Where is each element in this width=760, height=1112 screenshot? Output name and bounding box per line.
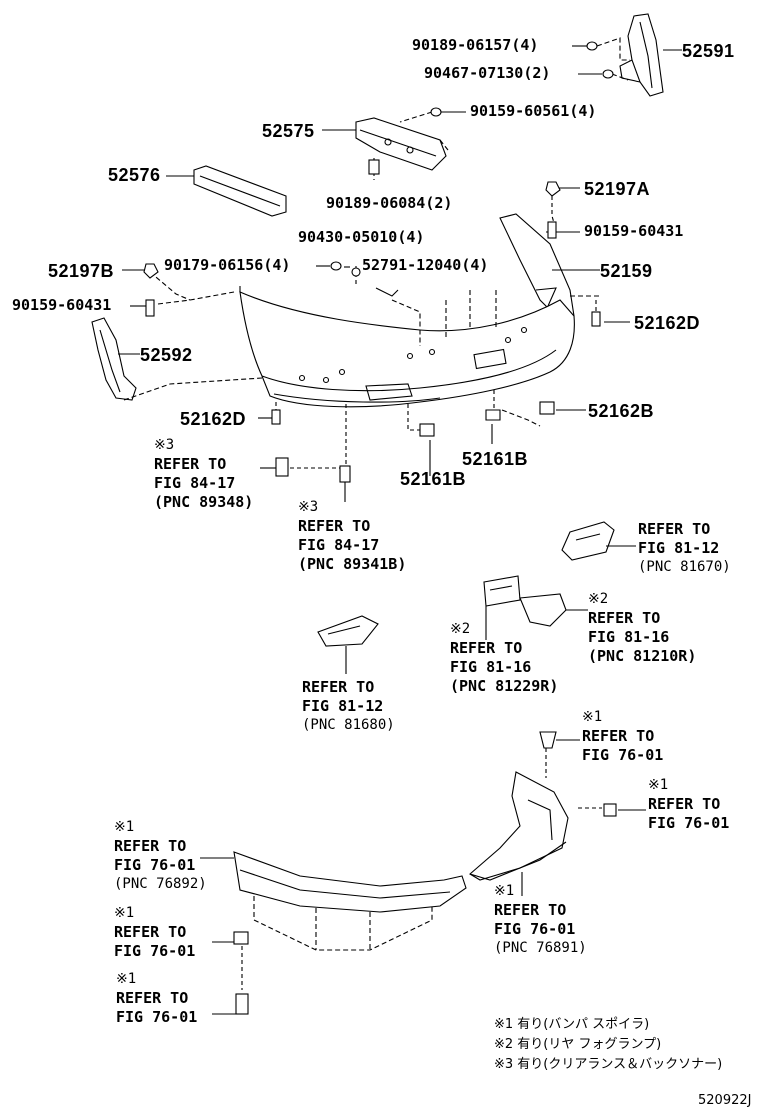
refer-fig: FIG 81-12 — [638, 539, 720, 557]
refer-fig: FIG 76-01 — [114, 856, 196, 874]
part-52162D-left: 52162D — [180, 409, 247, 429]
part-90159-60431-right: 90159-60431 — [584, 222, 684, 240]
refer-pnc: (PNC 81680) — [302, 717, 395, 733]
refer-fig: FIG 76-01 — [494, 920, 576, 938]
refer-label: REFER TO — [588, 609, 661, 627]
refer-block-81229R: ※2 REFER TO FIG 81-16 (PNC 81229R) — [450, 620, 558, 696]
refer-mark: ※2 — [450, 621, 471, 637]
refer-fig: FIG 84-17 — [298, 536, 380, 554]
refer-fig: FIG 76-01 — [114, 942, 196, 960]
refer-mark: ※1 — [116, 971, 137, 987]
refer-label: REFER TO — [114, 837, 187, 855]
bumper-cover-52159 — [239, 287, 575, 408]
refer-block-76-01-bolt: ※1 REFER TO FIG 76-01 — [116, 970, 197, 1027]
refer-block-89348: ※3 REFER TO FIG 84-17 (PNC 89348) — [154, 436, 253, 512]
refer-pnc: (PNC 76892) — [114, 876, 207, 892]
refer-pnc: (PNC 81210R) — [588, 647, 697, 665]
refer-fig: FIG 81-16 — [588, 628, 670, 646]
figure-code: 520922J — [698, 1093, 752, 1108]
part-90189-06084: 90189-06084(2) — [326, 194, 453, 212]
refer-mark: ※3 — [298, 499, 319, 515]
part-52197B: 52197B — [48, 261, 115, 281]
part-52161B-lower: 52161B — [400, 469, 467, 489]
refer-label: REFER TO — [116, 989, 189, 1007]
part-52592: 52592 — [140, 345, 193, 365]
part-90159-60431-left: 90159-60431 — [12, 296, 112, 314]
refer-mark: ※2 — [588, 591, 609, 607]
refer-pnc: (PNC 76891) — [494, 940, 587, 956]
part-90159-60561: 90159-60561(4) — [470, 102, 597, 120]
refer-label: REFER TO — [494, 901, 567, 919]
refer-label: REFER TO — [648, 795, 721, 813]
legend-note-2: ※2 有り(リヤ フォグランプ) — [494, 1037, 662, 1052]
refer-block-81210R: ※2 REFER TO FIG 81-16 (PNC 81210R) — [588, 590, 696, 666]
part-52576: 52576 — [108, 165, 161, 185]
refer-label: REFER TO — [450, 639, 523, 657]
part-90179-06156: 90179-06156(4) — [164, 256, 291, 274]
refer-label: REFER TO — [638, 520, 711, 538]
refer-mark: ※1 — [114, 819, 135, 835]
refer-label: REFER TO — [302, 678, 375, 696]
part-90467-07130: 90467-07130(2) — [424, 64, 551, 82]
refer-mark: ※1 — [494, 883, 515, 899]
part-52159: 52159 — [600, 261, 653, 281]
refer-block-76-01-nut: ※1 REFER TO FIG 76-01 — [114, 904, 195, 961]
refer-fig: FIG 81-12 — [302, 697, 384, 715]
legend-note-3: ※3 有り(クリアランス＆バックソナー) — [494, 1057, 723, 1072]
refer-block-81670: REFER TO FIG 81-12 (PNC 81670) — [638, 520, 731, 577]
refer-block-76892: ※1 REFER TO FIG 76-01 (PNC 76892) — [114, 818, 207, 894]
refer-fig: FIG 76-01 — [648, 814, 730, 832]
retainer-52576 — [193, 165, 287, 217]
refer-fig: FIG 76-01 — [116, 1008, 198, 1026]
part-52791-12040: 52791-12040(4) — [362, 256, 489, 274]
refer-block-76-01-clip-top: ※1 REFER TO FIG 76-01 — [582, 708, 663, 765]
part-52162B: 52162B — [588, 401, 655, 421]
refer-label: REFER TO — [582, 727, 655, 745]
refer-pnc: (PNC 81670) — [638, 559, 731, 575]
refer-label: REFER TO — [298, 517, 371, 535]
refer-mark: ※1 — [648, 777, 669, 793]
legend-note-1: ※1 有り(バンパ スポイラ) — [494, 1017, 650, 1032]
refer-pnc: (PNC 89341B) — [298, 555, 407, 573]
refer-mark: ※3 — [154, 437, 175, 453]
refer-mark: ※1 — [582, 709, 603, 725]
part-52161B-upper: 52161B — [462, 449, 529, 469]
bracket-52591 — [619, 13, 664, 97]
refer-fig: FIG 76-01 — [582, 746, 664, 764]
refer-block-76-01-clip-right: ※1 REFER TO FIG 76-01 — [648, 776, 729, 833]
refer-pnc: (PNC 81229R) — [450, 677, 559, 695]
bracket-52592 — [91, 317, 137, 401]
part-90189-06157: 90189-06157(4) — [412, 36, 539, 54]
part-52197A: 52197A — [584, 179, 651, 199]
refer-block-76891: ※1 REFER TO FIG 76-01 (PNC 76891) — [494, 882, 587, 958]
refer-label: REFER TO — [114, 923, 187, 941]
refer-label: REFER TO — [154, 455, 227, 473]
retainer-52575 — [355, 117, 447, 171]
refer-block-89341B: ※3 REFER TO FIG 84-17 (PNC 89341B) — [298, 498, 406, 574]
part-90430-05010: 90430-05010(4) — [298, 228, 425, 246]
part-52162D-right: 52162D — [634, 313, 701, 333]
part-52591: 52591 — [682, 41, 735, 61]
refer-fig: FIG 81-16 — [450, 658, 532, 676]
refer-block-81680: REFER TO FIG 81-12 (PNC 81680) — [302, 678, 395, 735]
refer-fig: FIG 84-17 — [154, 474, 236, 492]
refer-mark: ※1 — [114, 905, 135, 921]
part-52575: 52575 — [262, 121, 315, 141]
refer-pnc: (PNC 89348) — [154, 493, 254, 511]
